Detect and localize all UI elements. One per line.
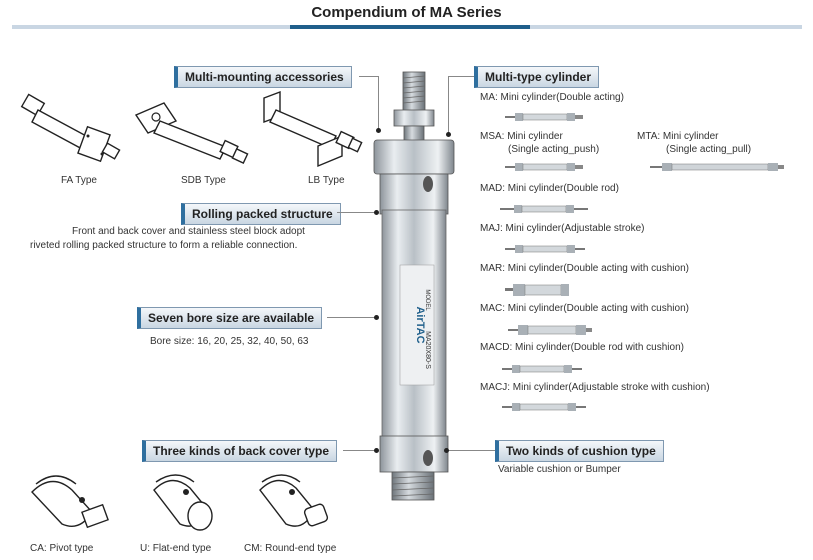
- mini-cylinder-mac-icon: [508, 325, 592, 335]
- leader-line: [337, 212, 377, 213]
- main-cylinder-illustration: AirTAC MODEL MA20X80-S: [373, 71, 455, 501]
- rolling-text-line2: riveted rolling packed structure to form…: [30, 240, 298, 251]
- mini-cylinder-mar-icon: [505, 284, 569, 296]
- leader-dot: [446, 132, 451, 137]
- pivot-type-illustration: [31, 475, 109, 529]
- flat-end-type-label: U: Flat-end type: [140, 543, 212, 554]
- type-msa-label: MSA: Mini cylinder: [480, 131, 563, 142]
- mini-cylinder-mad-icon: [500, 205, 588, 213]
- title-underline-accent: [290, 25, 530, 29]
- fa-type-label: FA Type: [61, 175, 97, 186]
- cushion-text: Variable cushion or Bumper: [498, 464, 621, 475]
- mini-cylinder-macd-icon: [502, 365, 582, 373]
- heading-multi-mounting: Multi-mounting accessories: [174, 66, 352, 88]
- mini-cylinder-msa-icon: [505, 163, 583, 171]
- leader-dot: [376, 128, 381, 133]
- cylinder-model-tag: MODEL: [424, 289, 430, 311]
- type-macj-label: MACJ: Mini cylinder(Adjustable stroke wi…: [480, 382, 710, 393]
- type-mta-sub-label: (Single acting_pull): [666, 144, 752, 155]
- leader-dot: [444, 448, 449, 453]
- leader-line: [448, 76, 449, 134]
- leader-line: [378, 76, 379, 130]
- leader-dot: [374, 448, 379, 453]
- mini-cylinder-ma-icon: [505, 113, 583, 121]
- round-end-type-illustration: [259, 474, 329, 527]
- leader-line: [447, 450, 495, 451]
- round-end-type-label: CM: Round-end type: [244, 543, 337, 554]
- type-macd-label: MACD: Mini cylinder(Double rod with cush…: [480, 342, 684, 353]
- heading-back-cover: Three kinds of back cover type: [142, 440, 338, 462]
- leader-dot: [374, 210, 379, 215]
- bore-size-text: Bore size: 16, 20, 25, 32, 40, 50, 63: [150, 336, 309, 347]
- fa-type-illustration: [20, 93, 121, 163]
- mini-cylinder-macj-icon: [502, 403, 586, 411]
- heading-bore-sizes: Seven bore size are available: [137, 307, 323, 329]
- mini-cylinder-maj-icon: [505, 245, 585, 253]
- cylinder-brand-text: AirTAC: [414, 306, 426, 343]
- pivot-type-label: CA: Pivot type: [30, 543, 94, 554]
- rolling-text-line1: Front and back cover and stainless steel…: [72, 226, 305, 237]
- leader-line: [448, 76, 474, 77]
- sdb-type-illustration: [134, 102, 249, 164]
- lb-type-illustration: [263, 90, 363, 168]
- type-maj-label: MAJ: Mini cylinder(Adjustable stroke): [480, 223, 645, 234]
- cylinder-model-text: MA20X80-S: [424, 331, 431, 369]
- flat-end-type-illustration: [153, 474, 213, 531]
- heading-multi-type: Multi-type cylinder: [474, 66, 600, 88]
- mini-cylinder-mta-icon: [650, 163, 784, 171]
- type-mac-label: MAC: Mini cylinder(Double acting with cu…: [480, 303, 689, 314]
- leader-line: [343, 450, 377, 451]
- type-msa-sub-label: (Single acting_push): [508, 144, 600, 155]
- leader-line: [327, 317, 377, 318]
- leader-line: [359, 76, 379, 77]
- type-mad-label: MAD: Mini cylinder(Double rod): [480, 183, 619, 194]
- sdb-type-label: SDB Type: [181, 175, 226, 186]
- page-title: Compendium of MA Series: [311, 4, 502, 21]
- heading-cushion-type: Two kinds of cushion type: [495, 440, 664, 462]
- type-mar-label: MAR: Mini cylinder(Double acting with cu…: [480, 263, 689, 274]
- type-ma-label: MA: Mini cylinder(Double acting): [480, 92, 624, 103]
- lb-type-label: LB Type: [308, 175, 345, 186]
- type-mta-label: MTA: Mini cylinder: [637, 131, 719, 142]
- heading-rolling-structure: Rolling packed structure: [181, 203, 341, 225]
- leader-dot: [374, 315, 379, 320]
